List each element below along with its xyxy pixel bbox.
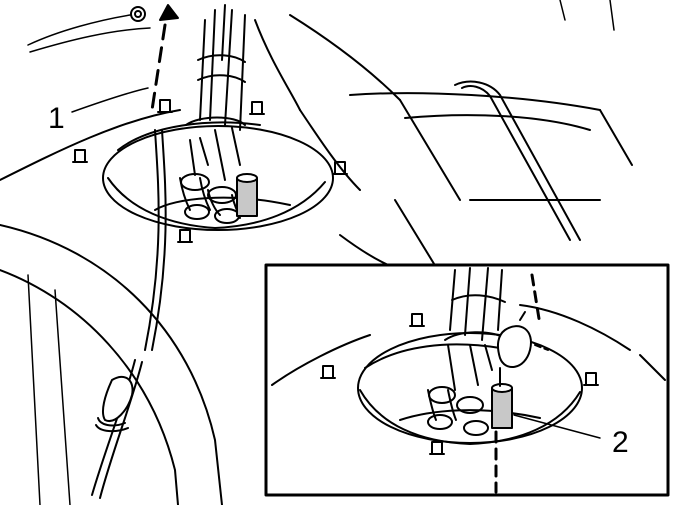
stud-icon <box>72 149 88 163</box>
stud-icon <box>332 161 348 175</box>
detail-inset <box>271 267 666 494</box>
wiring-harness <box>185 4 246 181</box>
stud-icon <box>249 101 265 115</box>
stud-icon <box>157 99 173 113</box>
wheel-arch <box>0 224 223 505</box>
mounting-studs <box>72 6 348 243</box>
stud-icon <box>409 313 425 327</box>
stud-icon <box>429 441 445 455</box>
stud-icon <box>320 365 336 379</box>
callout-1-leader <box>71 87 149 113</box>
arrow-icon <box>159 4 179 21</box>
guide-cable <box>91 23 167 499</box>
callout-2-label: 2 <box>612 426 629 459</box>
stud-icon <box>583 372 599 386</box>
body-panel-lines <box>0 0 633 291</box>
pump-opening <box>102 121 334 231</box>
callout-1-label: 1 <box>48 102 65 135</box>
pump-connector-main <box>236 173 258 217</box>
stud-icon <box>177 229 193 243</box>
